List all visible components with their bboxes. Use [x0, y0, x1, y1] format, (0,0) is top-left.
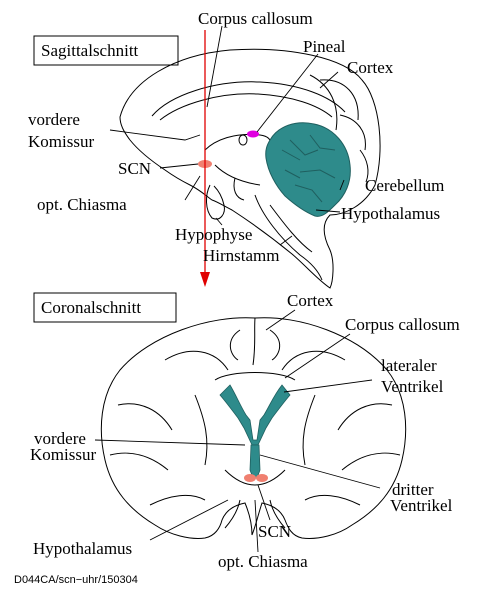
sagittal-gyrus-2: [320, 80, 358, 120]
label-corpus-callosum: Corpus callosum: [198, 9, 313, 28]
label-dritter-ventrikel: Ventrikel: [390, 496, 453, 515]
coronal-midline: [253, 318, 255, 365]
leader-coronal-cc: [285, 334, 350, 378]
label-cerebellum: Cerebellum: [365, 176, 444, 195]
coronal-gyrus-l1: [230, 330, 240, 360]
sagittal-title: Sagittalschnitt: [41, 41, 139, 60]
leader-komissur: [110, 130, 200, 140]
leader-chiasma: [185, 176, 200, 200]
label-pineal: Pineal: [303, 37, 346, 56]
coronal-gyrus-l3: [118, 404, 172, 430]
leader-lat-ventrikel: [284, 380, 372, 392]
coronal-gyrus-r2: [282, 351, 345, 370]
coronal-gyrus-r1: [270, 330, 280, 360]
label-coronal-scn: SCN: [258, 522, 291, 541]
label-cortex: Cortex: [347, 58, 394, 77]
coronal-gyrus-l2: [165, 351, 228, 370]
sagittal-hypophyse: [206, 185, 224, 219]
label-lateraler-ventrikel: Ventrikel: [381, 377, 444, 396]
coronal-inner-r: [303, 395, 315, 465]
leader-coronal-komissur: [95, 440, 245, 445]
coronal-section: Coronalschnitt: [30, 291, 460, 571]
label-coronal-komissur: Komissur: [30, 445, 96, 464]
coronal-gyrus-l4: [110, 453, 168, 470]
label-hirnstamm: Hirnstamm: [203, 246, 280, 265]
leader-pineal: [257, 54, 318, 132]
sagittal-midbrain: [215, 165, 260, 185]
leader-coronal-hypothalamus: [150, 500, 228, 540]
label-opt-chiasma: opt. Chiasma: [37, 195, 127, 214]
coronal-brain-outline: [101, 318, 405, 539]
label-scn: SCN: [118, 159, 151, 178]
section-plane-arrowhead: [200, 272, 210, 287]
sagittal-section: Sagittalschnitt: [28, 9, 444, 288]
sagittal-brainstem-2: [270, 205, 312, 252]
coronal-third-ventricle: [250, 445, 260, 478]
sagittal-corpus-callosum: [152, 82, 345, 116]
label-coronal-cortex: Cortex: [287, 291, 334, 310]
coronal-gyrus-r5: [305, 495, 360, 505]
figure-footer-code: D044CA/scn−uhr/150304: [14, 574, 138, 586]
label-coronal-opt-chiasma: opt. Chiasma: [218, 552, 308, 571]
sagittal-thalamus: [205, 134, 271, 150]
label-hypothalamus: Hypothalamus: [341, 204, 440, 223]
coronal-gyrus-l5: [150, 495, 205, 505]
label-komissur: Komissur: [28, 132, 94, 151]
label-vordere: vordere: [28, 110, 80, 129]
label-hypophyse: Hypophyse: [175, 225, 252, 244]
sagittal-cc-inner: [160, 94, 332, 120]
coronal-scn-left: [244, 474, 256, 482]
coronal-gyrus-r4: [342, 453, 400, 470]
leader-coronal-scn: [258, 485, 270, 520]
sagittal-cerebellum: [266, 123, 351, 217]
label-coronal-hypothalamus: Hypothalamus: [33, 539, 132, 558]
coronal-inner-l: [195, 395, 207, 465]
leader-dritter: [260, 455, 380, 488]
coronal-scn-right: [256, 474, 268, 482]
sagittal-pineal-ring: [239, 135, 247, 145]
coronal-lateral-ventricles: [220, 385, 290, 445]
leader-scn: [160, 164, 198, 168]
label-lateraler: lateraler: [381, 356, 437, 375]
coronal-corpus-callosum: [215, 373, 295, 381]
coronal-gyrus-r3: [338, 404, 392, 430]
coronal-title: Coronalschnitt: [41, 298, 141, 317]
leader-cc: [207, 26, 222, 107]
label-coronal-corpus-callosum: Corpus callosum: [345, 315, 460, 334]
